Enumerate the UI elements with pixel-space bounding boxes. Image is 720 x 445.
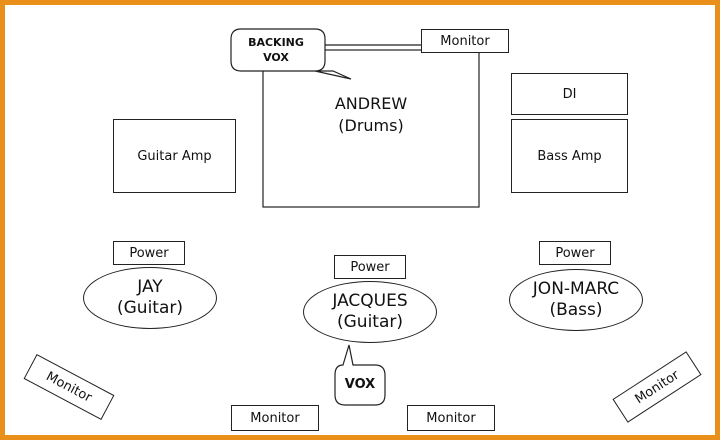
connector-lines: [230, 28, 480, 406]
jacques-position: JACQUES (Guitar): [303, 281, 437, 343]
monitor-top: Monitor: [421, 29, 509, 53]
backing-vox-bubble: [230, 28, 352, 80]
vox-bubble: [334, 344, 386, 406]
jon-marc-role: (Bass): [549, 300, 603, 320]
monitor-bottom-right: Monitor: [407, 405, 495, 431]
monitor-bottom-left: Monitor: [231, 405, 319, 431]
jacques-name: JACQUES: [332, 291, 408, 311]
jacques-role: (Guitar): [336, 312, 403, 332]
jay-role: (Guitar): [116, 298, 183, 318]
backing-vox-line2: VOX: [263, 51, 289, 64]
drummer-label: ANDREW (Drums): [263, 93, 479, 137]
jay-position: JAY (Guitar): [83, 267, 217, 329]
di-box: DI: [511, 73, 628, 115]
vox-label: VOX: [344, 377, 376, 392]
power-right: Power: [539, 241, 611, 265]
jay-name: JAY: [137, 277, 163, 297]
power-left: Power: [113, 241, 185, 265]
backing-vox-line1: BACKING: [248, 36, 304, 49]
jon-marc-position: JON-MARC (Bass): [509, 269, 643, 331]
bass-amp: Bass Amp: [511, 119, 628, 193]
drummer-name: ANDREW: [334, 94, 408, 113]
guitar-amp: Guitar Amp: [113, 119, 236, 193]
power-center: Power: [334, 255, 406, 279]
drum-riser: [262, 49, 480, 208]
backing-vox-label: BACKING VOX: [233, 35, 319, 65]
drummer-role: (Drums): [338, 116, 404, 135]
jon-marc-name: JON-MARC: [532, 279, 620, 299]
